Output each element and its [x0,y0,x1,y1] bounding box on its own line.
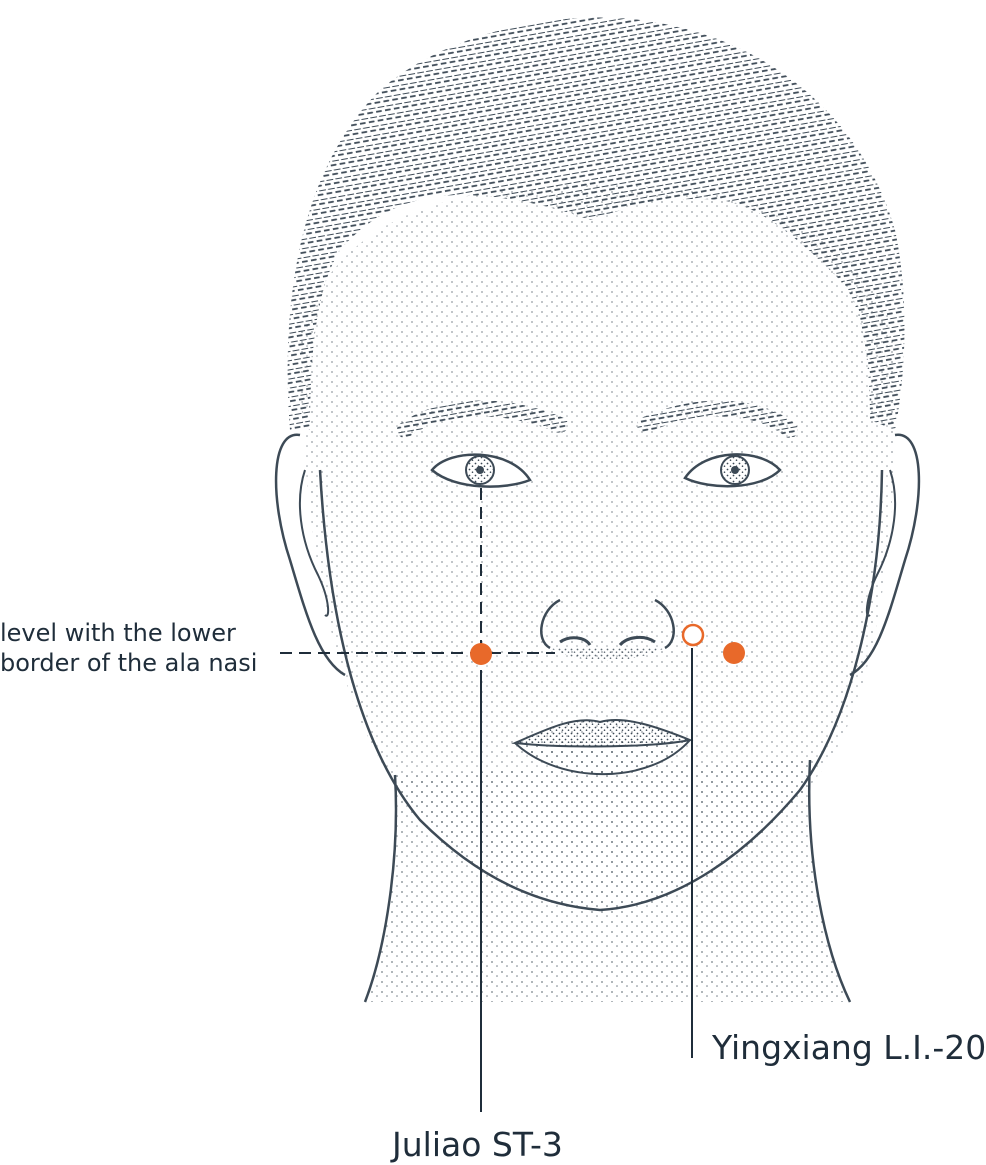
yingxiang-label: Yingxiang L.I.-20 [712,1028,986,1067]
nose [540,598,675,661]
reference-lines [280,488,693,1112]
note-line-1: level with the lower [0,619,236,647]
face-outline [300,185,896,912]
eyebrows [397,400,798,438]
juliao-label: Juliao ST-3 [392,1125,563,1164]
yingxiang-point-marker [681,623,705,647]
acupoints [470,623,745,665]
juliao-point-marker [470,643,492,665]
eye-left [430,453,532,488]
eye-right [683,453,782,488]
mouth [511,719,694,776]
contralateral-juliao-point-marker [723,642,745,664]
hair [287,17,905,430]
note-line-2: border of the ala nasi [0,649,258,677]
ear-left [274,433,346,677]
ala-nasi-level-annotation: level with the lower border of the ala n… [0,618,280,678]
ear-right [849,433,921,677]
